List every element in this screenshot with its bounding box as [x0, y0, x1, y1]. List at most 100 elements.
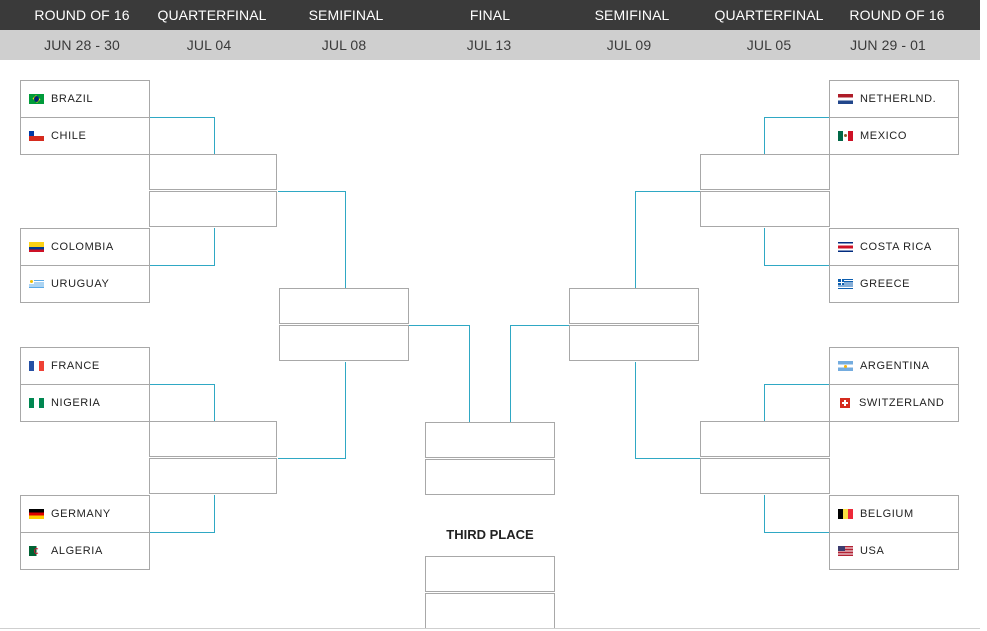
team-slot[interactable]: NIGERIA — [20, 384, 150, 422]
team-name: ALGERIA — [51, 545, 103, 557]
third-place-slot[interactable] — [425, 593, 555, 629]
connector-line — [214, 495, 215, 532]
match-slot[interactable] — [149, 191, 277, 227]
chile-flag-icon — [29, 131, 44, 141]
connector-line — [764, 228, 765, 265]
match-slot[interactable] — [149, 421, 277, 457]
connector-line — [214, 384, 215, 421]
belgium-flag-icon — [838, 509, 853, 519]
netherlands-flag-icon — [838, 94, 853, 104]
connector-line — [214, 117, 215, 154]
third-place-label: THIRD PLACE — [446, 527, 534, 542]
connector-line — [764, 117, 765, 154]
france-flag-icon — [29, 361, 44, 371]
team-name: NIGERIA — [51, 397, 101, 409]
date-sf-left: JUL 08 — [321, 37, 367, 53]
algeria-flag-icon — [29, 546, 44, 556]
match-slot[interactable] — [700, 421, 830, 457]
round-label-final: FINAL — [469, 7, 511, 23]
connector-line — [764, 384, 765, 421]
team-name: COSTA RICA — [860, 241, 932, 253]
connector-line — [150, 532, 215, 533]
date-qf-right: JUL 05 — [746, 37, 792, 53]
connector-line — [150, 384, 215, 385]
date-sf-right: JUL 09 — [606, 37, 652, 53]
match-slot[interactable] — [279, 325, 409, 361]
team-slot[interactable]: SWITZERLAND — [829, 384, 959, 422]
costa-rica-flag-icon — [838, 242, 853, 252]
match-slot[interactable] — [700, 458, 830, 494]
connector-line — [764, 532, 830, 533]
connector-line — [510, 325, 511, 422]
team-slot[interactable]: FRANCE — [20, 347, 150, 385]
connector-line — [635, 458, 700, 459]
usa-flag-icon — [838, 546, 853, 556]
connector-line — [764, 495, 765, 532]
team-name: URUGUAY — [51, 278, 110, 290]
date-r16-right: JUN 29 - 01 — [850, 37, 926, 53]
team-slot[interactable]: ARGENTINA — [829, 347, 959, 385]
connector-line — [635, 362, 636, 458]
match-slot[interactable] — [149, 458, 277, 494]
date-r16-left: JUN 28 - 30 — [44, 37, 120, 53]
date-header: JUN 28 - 30 JUL 04 JUL 08 JUL 13 JUL 09 … — [0, 30, 980, 60]
date-final: JUL 13 — [466, 37, 512, 53]
match-slot[interactable] — [700, 191, 830, 227]
connector-line — [150, 117, 215, 118]
round-label-qf-left: QUARTERFINAL — [157, 7, 267, 23]
team-name: FRANCE — [51, 360, 100, 372]
connector-line — [764, 265, 830, 266]
final-slot[interactable] — [425, 422, 555, 458]
team-slot[interactable]: NETHERLND. — [829, 80, 959, 118]
team-slot[interactable]: URUGUAY — [20, 265, 150, 303]
team-slot[interactable]: GERMANY — [20, 495, 150, 533]
mexico-flag-icon — [838, 131, 853, 141]
team-slot[interactable]: GREECE — [829, 265, 959, 303]
team-name: USA — [860, 545, 885, 557]
team-slot[interactable]: COSTA RICA — [829, 228, 959, 266]
round-label-sf-left: SEMIFINAL — [308, 7, 384, 23]
connector-line — [345, 362, 346, 458]
connector-line — [469, 325, 470, 422]
match-slot[interactable] — [569, 288, 699, 324]
round-label-r16-right: ROUND OF 16 — [849, 7, 945, 23]
match-slot[interactable] — [569, 325, 699, 361]
team-slot[interactable]: USA — [829, 532, 959, 570]
connector-line — [150, 265, 215, 266]
brazil-flag-icon — [29, 94, 44, 104]
team-slot[interactable]: COLOMBIA — [20, 228, 150, 266]
germany-flag-icon — [29, 509, 44, 519]
date-qf-left: JUL 04 — [186, 37, 232, 53]
connector-line — [409, 325, 470, 326]
team-name: CHILE — [51, 130, 87, 142]
connector-line — [214, 228, 215, 265]
bottom-divider — [0, 628, 980, 629]
team-name: COLOMBIA — [51, 241, 114, 253]
colombia-flag-icon — [29, 242, 44, 252]
argentina-flag-icon — [838, 361, 853, 371]
connector-line — [345, 191, 346, 288]
team-slot[interactable]: ALGERIA — [20, 532, 150, 570]
connector-line — [278, 191, 346, 192]
connector-line — [278, 458, 346, 459]
team-slot[interactable]: CHILE — [20, 117, 150, 155]
team-name: BELGIUM — [860, 508, 914, 520]
third-place-slot[interactable] — [425, 556, 555, 592]
team-slot[interactable]: MEXICO — [829, 117, 959, 155]
team-name: GREECE — [860, 278, 911, 290]
match-slot[interactable] — [279, 288, 409, 324]
connector-line — [764, 117, 830, 118]
final-slot[interactable] — [425, 459, 555, 495]
connector-line — [764, 384, 830, 385]
match-slot[interactable] — [700, 154, 830, 190]
round-label-qf-right: QUARTERFINAL — [714, 7, 824, 23]
team-slot[interactable]: BELGIUM — [829, 495, 959, 533]
team-name: MEXICO — [860, 130, 907, 142]
match-slot[interactable] — [149, 154, 277, 190]
team-name: ARGENTINA — [860, 360, 930, 372]
round-header: ROUND OF 16 QUARTERFINAL SEMIFINAL FINAL… — [0, 0, 980, 30]
connector-line — [635, 191, 700, 192]
connector-line — [635, 191, 636, 288]
greece-flag-icon — [838, 279, 853, 289]
team-slot[interactable]: BRAZIL — [20, 80, 150, 118]
